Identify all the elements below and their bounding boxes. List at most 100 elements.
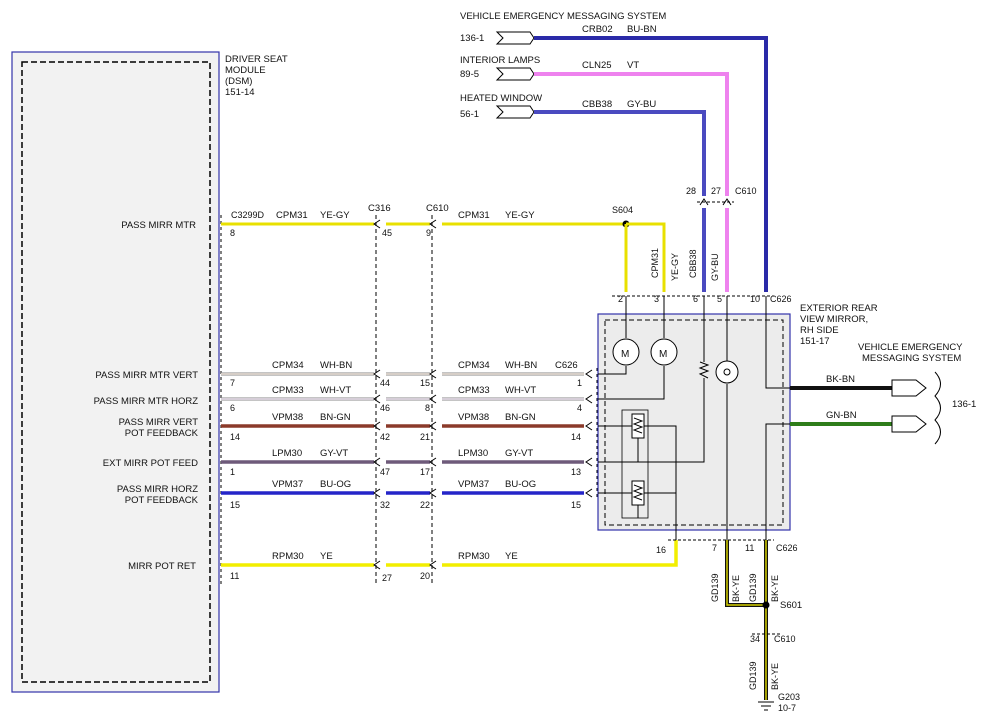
puddle-lamp [715, 360, 739, 384]
vpm38-pin-14b: 14 [571, 432, 581, 442]
wire-rpm30: RPM30 YE RPM30 YE 11 27 20 16 [221, 540, 678, 583]
c610-splice: 28 27 C610 CPM31 YE-GY CBB38 GY-BU [650, 186, 757, 281]
motor-vert: M [612, 338, 640, 366]
cpm33-pin-46: 46 [380, 403, 390, 413]
cpm31-pin-45: 45 [382, 228, 392, 238]
cpm31-color-1: YE-GY [320, 210, 350, 221]
pin-label-vert-pot-1: PASS MIRR VERT [119, 417, 199, 428]
cpm31-pin-9: 9 [426, 228, 431, 238]
c3299d-label: C3299D [231, 210, 265, 220]
interior-lamps-title: INTERIOR LAMPS [460, 55, 540, 66]
cpm31-vert-color: YE-GY [670, 253, 680, 281]
vpm37-color-1: BU-OG [320, 479, 351, 490]
rpm30-pin-27: 27 [382, 573, 392, 583]
pin-label-ext-mirr-pot: EXT MIRR POT FEED [103, 458, 198, 469]
crb02-name: CRB02 [582, 24, 613, 35]
cbb38-vert-color: GY-BU [710, 253, 720, 281]
gd139-color-2: BK-YE [770, 575, 780, 602]
rpm30-name-1: RPM30 [272, 551, 304, 562]
vpm38-pin-42: 42 [380, 432, 390, 442]
rpm30-pin-11: 11 [230, 571, 239, 581]
cln25-name: CLN25 [582, 60, 612, 71]
pin-label-pass-mirr-mtr: PASS MIRR MTR [121, 220, 196, 231]
connector-c316: C316 C610 [368, 203, 449, 585]
cpm31-pin-8: 8 [230, 228, 235, 238]
g203-ref: 10-7 [778, 703, 796, 713]
cpm34-pin-7: 7 [230, 378, 235, 388]
vpm37-pin-22: 22 [420, 500, 430, 510]
s601-label: S601 [780, 600, 802, 611]
cpm33-color-2: WH-VT [505, 385, 536, 396]
bk-bn-label: BK-BN [826, 374, 855, 385]
heated-window-ref: 56-1 [460, 109, 479, 120]
wire-cpm33: CPM33 WH-VT CPM33 WH-VT 6 46 8 4 [221, 385, 584, 413]
mirror-title-2: VIEW MIRROR, [800, 314, 868, 325]
mirror-pin-10: 10 [750, 294, 760, 304]
lpm30-name-1: LPM30 [272, 448, 302, 459]
cpm33-pin-4: 4 [577, 403, 582, 413]
lpm30-pin-1: 1 [230, 467, 235, 477]
vpm37-pin-32: 32 [380, 500, 390, 510]
lpm30-pin-47: 47 [380, 467, 390, 477]
dsm-title-4: 151-14 [225, 87, 255, 98]
dsm-pin-labels: PASS MIRR MTR PASS MIRR MTR VERT PASS MI… [94, 220, 199, 572]
gd139-name-3: GD139 [748, 661, 758, 690]
pot-vert [631, 413, 645, 439]
lpm30-color-2: GY-VT [505, 448, 533, 459]
mirror-pin-2: 2 [618, 294, 623, 304]
lpm30-color-1: GY-VT [320, 448, 348, 459]
interior-lamps-ref: 89-5 [460, 69, 479, 80]
top-ref-interior-lamps: INTERIOR LAMPS 89-5 CLN25 VT [460, 55, 729, 292]
gd139-name-2: GD139 [748, 573, 758, 602]
cpm31-name-2: CPM31 [458, 210, 490, 221]
mirror-pin-16: 16 [656, 545, 666, 555]
c610-pin-27: 27 [711, 186, 721, 196]
cpm34-pin-44: 44 [380, 378, 390, 388]
dsm-title-2: MODULE [225, 65, 266, 76]
cbb38-color: GY-BU [627, 99, 656, 110]
vpm37-pin-15: 15 [230, 500, 240, 510]
mirror-title-1: EXTERIOR REAR [800, 303, 878, 314]
cpm34-name-1: CPM34 [272, 360, 304, 371]
mirror-pin-5: 5 [717, 294, 722, 304]
wire-lpm30: LPM30 GY-VT LPM30 GY-VT 1 47 17 13 [221, 448, 584, 477]
dsm-title-3: (DSM) [225, 76, 252, 87]
cpm34-name-2: CPM34 [458, 360, 490, 371]
rpm30-color-2: YE [505, 551, 518, 562]
vems-right-title-2: MESSAGING SYSTEM [862, 353, 961, 364]
gd139-color-3: BK-YE [770, 663, 780, 690]
exterior-mirror: EXTERIOR REAR VIEW MIRROR, RH SIDE 151-1… [597, 296, 878, 540]
gd139-color-1: BK-YE [731, 575, 741, 602]
cln25-color: VT [627, 60, 639, 71]
c626-label-mid: C626 [555, 360, 578, 371]
rpm30-pin-20: 20 [420, 571, 430, 581]
mirror-pin-3: 3 [654, 294, 659, 304]
cpm34-pin-15: 15 [420, 378, 430, 388]
dsm-module: DRIVER SEAT MODULE (DSM) 151-14 [11, 51, 288, 693]
heated-window-title: HEATED WINDOW [460, 93, 542, 104]
vems-right-title-1: VEHICLE EMERGENCY [858, 342, 963, 353]
cpm33-name-1: CPM33 [272, 385, 304, 396]
top-ref-heated-window: HEATED WINDOW 56-1 CBB38 GY-BU [460, 93, 706, 292]
vpm38-color-2: BN-GN [505, 412, 536, 423]
mirror-title-4: 151-17 [800, 336, 830, 347]
rpm30-name-2: RPM30 [458, 551, 490, 562]
vpm38-name-2: VPM38 [458, 412, 489, 423]
rpm30-color-1: YE [320, 551, 333, 562]
mirror-input-arrows [373, 219, 593, 570]
c610-label-mid: C610 [735, 186, 757, 196]
ground-circuit: 7 11 C626 S601 GD139 BK-YE GD139 BK-YE 3… [668, 539, 802, 713]
mirror-pin-6: 6 [693, 294, 698, 304]
cpm33-color-1: WH-VT [320, 385, 351, 396]
cpm33-pin-8: 8 [425, 403, 430, 413]
c626-label-bot: C626 [776, 543, 798, 553]
pin-label-mirr-pot-ret: MIRR POT RET [128, 561, 196, 572]
gd139-name-1: GD139 [710, 573, 720, 602]
s604-label: S604 [612, 205, 633, 215]
vpm38-name-1: VPM38 [272, 412, 303, 423]
crb02-color: BU-BN [627, 24, 657, 35]
pin-label-mtr-horz: PASS MIRR MTR HORZ [94, 396, 199, 407]
motor-horz: M [650, 338, 678, 366]
vems-right-ref: 136-1 [952, 399, 976, 410]
